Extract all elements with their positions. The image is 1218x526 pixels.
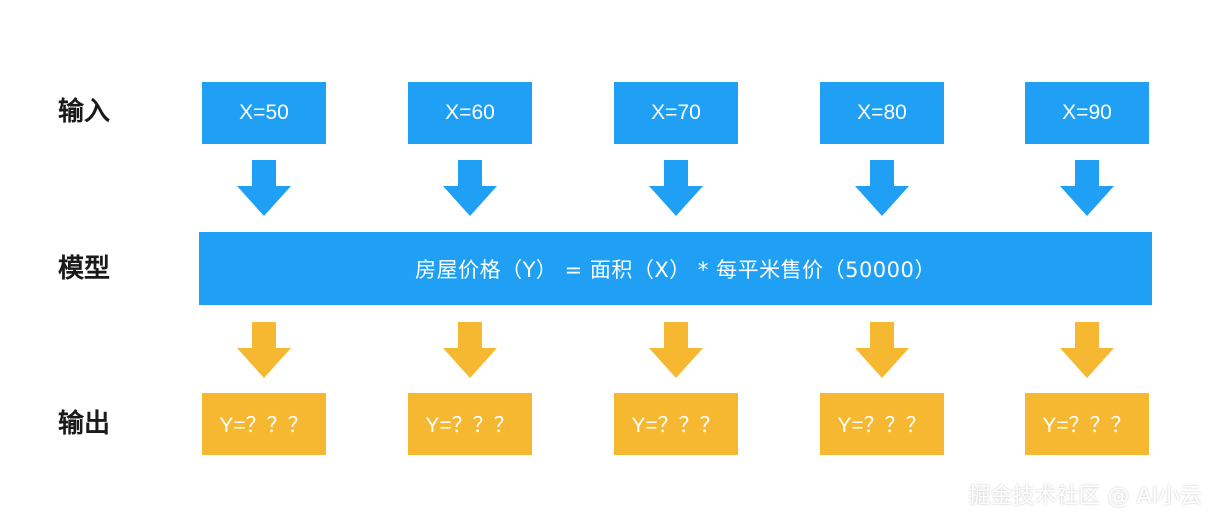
down-arrow-icon	[648, 322, 704, 378]
down-arrow-icon	[1059, 322, 1115, 378]
output-row-label: 输出	[58, 409, 111, 439]
output-box: Y=？？？	[614, 393, 738, 455]
output-box: Y=？？？	[202, 393, 326, 455]
model-formula-bar: 房屋价格（Y） = 面积（X） * 每平米售价（50000）	[199, 232, 1152, 305]
output-box: Y=？？？	[820, 393, 944, 455]
input-box: X=60	[408, 82, 532, 144]
output-box: Y=？？？	[408, 393, 532, 455]
down-arrow-icon	[1059, 160, 1115, 216]
down-arrow-icon	[854, 160, 910, 216]
output-box: Y=？？？	[1025, 393, 1149, 455]
down-arrow-icon	[442, 322, 498, 378]
down-arrow-icon	[236, 322, 292, 378]
watermark: 掘金技术社区 @ AI小云	[968, 484, 1202, 509]
model-row-label: 模型	[58, 254, 111, 284]
input-box: X=90	[1025, 82, 1149, 144]
input-box: X=50	[202, 82, 326, 144]
down-arrow-icon	[648, 160, 704, 216]
input-row-label: 输入	[58, 97, 111, 127]
down-arrow-icon	[236, 160, 292, 216]
down-arrow-icon	[442, 160, 498, 216]
input-box: X=70	[614, 82, 738, 144]
down-arrow-icon	[854, 322, 910, 378]
input-box: X=80	[820, 82, 944, 144]
